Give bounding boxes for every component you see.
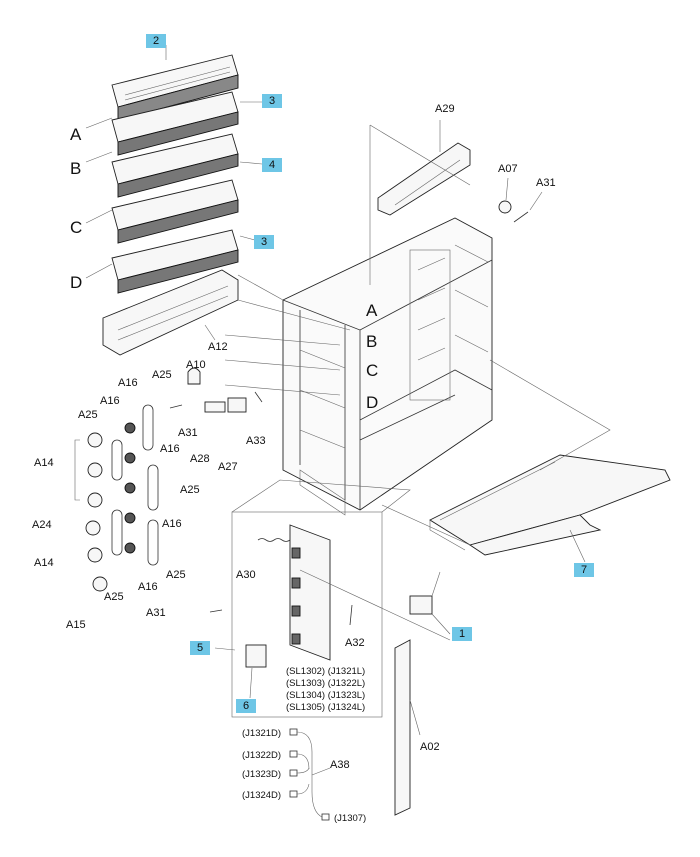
label-a07: A07	[498, 163, 518, 175]
label-a33: A33	[246, 435, 266, 447]
sensor-detail-box	[231, 511, 383, 718]
label-a16-1: A16	[118, 377, 138, 389]
sensor-label-3: (SL1304) (J1323L)	[286, 690, 365, 701]
label-a10: A10	[186, 359, 206, 371]
guide-assembly-4	[111, 133, 239, 198]
guide-assembly-3-bottom	[111, 179, 239, 244]
connector-j1323d: (J1323D)	[242, 769, 281, 780]
label-a25-3: A25	[180, 484, 200, 496]
callout-4: 4	[262, 158, 282, 172]
callout-1: 1	[452, 627, 472, 641]
wire-harness-a38	[289, 728, 331, 821]
main-frame	[282, 217, 493, 516]
label-a16-4: A16	[162, 518, 182, 530]
connector-j1324d: (J1324D)	[242, 790, 281, 801]
label-a38: A38	[330, 759, 350, 771]
label-a24: A24	[32, 519, 52, 531]
connector-j1322d: (J1322D)	[242, 750, 281, 761]
label-a29: A29	[435, 103, 455, 115]
label-a25-5: A25	[104, 591, 124, 603]
label-a14-2: A14	[34, 557, 54, 569]
label-a31-bottom: A31	[146, 607, 166, 619]
label-a30: A30	[236, 569, 256, 581]
label-a02: A02	[420, 741, 440, 753]
letter-a-left: A	[70, 125, 82, 144]
connector-j1321d: (J1321D)	[242, 728, 281, 739]
label-a12: A12	[208, 341, 228, 353]
guide-assembly-2	[111, 54, 239, 121]
label-a16-3: A16	[160, 443, 180, 455]
callout-5: 5	[190, 641, 210, 655]
label-a31-top: A31	[536, 177, 556, 189]
callout-2: 2	[146, 34, 166, 48]
callout-6: 6	[236, 699, 256, 713]
sensor-label-1: (SL1302) (J1321L)	[286, 666, 365, 677]
letter-d-frame: D	[366, 393, 378, 412]
letter-d-left: D	[70, 273, 82, 292]
guide-assembly-3-top	[111, 91, 239, 156]
label-a14-1: A14	[34, 457, 54, 469]
letter-c-left: C	[70, 218, 82, 237]
cover-a29	[377, 142, 471, 216]
label-a15: A15	[66, 619, 86, 631]
drive-gears	[74, 404, 159, 592]
label-a28: A28	[190, 453, 210, 465]
label-a25-2: A25	[78, 409, 98, 421]
callout-3a: 3	[262, 94, 282, 108]
callout-7: 7	[574, 563, 594, 577]
letter-b-frame: B	[366, 332, 377, 351]
sensor-label-2: (SL1303) (J1322L)	[286, 678, 365, 689]
sensor-label-4: (SL1305) (J1324L)	[286, 702, 365, 713]
label-a31-mid: A31	[178, 427, 198, 439]
label-a25-4: A25	[166, 569, 186, 581]
letter-c-frame: C	[366, 361, 378, 380]
connector-j1307: (J1307)	[334, 813, 366, 824]
letter-b-left: B	[70, 159, 81, 178]
label-a16-5: A16	[138, 581, 158, 593]
guide-assembly-d	[111, 229, 239, 294]
label-a25-1: A25	[152, 369, 172, 381]
label-a32: A32	[345, 637, 365, 649]
label-a27: A27	[218, 461, 238, 473]
callout-3b: 3	[254, 235, 274, 249]
letter-a-frame: A	[366, 301, 378, 320]
label-a16-2: A16	[100, 395, 120, 407]
